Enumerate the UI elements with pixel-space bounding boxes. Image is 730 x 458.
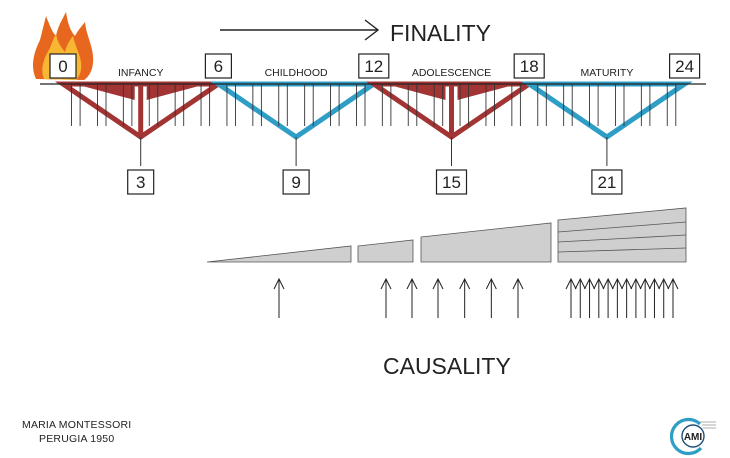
causality-arrow: [485, 277, 497, 318]
timeline-baseline: [40, 83, 706, 126]
causality-arrow: [574, 277, 586, 318]
arrow-group-infancy: [273, 277, 285, 318]
causality-arrow: [639, 277, 651, 318]
age-value: 24: [675, 57, 694, 76]
age-value: 6: [214, 57, 223, 76]
age-value: 9: [291, 173, 300, 192]
wedge-childhood: [357, 239, 414, 263]
plane-label-infancy: INFANCY: [118, 67, 164, 79]
age-value: 21: [597, 173, 616, 192]
causality-arrow: [512, 277, 524, 318]
causality-arrow: [658, 277, 670, 318]
causality-arrow: [584, 277, 595, 318]
credit-block: MARIA MONTESSORI PERUGIA 1950: [22, 418, 131, 446]
causality-arrow: [667, 277, 679, 318]
causality-arrow: [406, 277, 418, 318]
age-markers: 0 3 6 9 12 15 18 21 24: [49, 53, 701, 195]
age-value: 15: [442, 173, 461, 192]
causality-arrow: [432, 277, 444, 318]
age-box-15: 15: [435, 169, 468, 195]
causality-title: CAUSALITY: [383, 353, 511, 379]
arrow-group-childhood: [380, 277, 418, 318]
causality-arrow: [273, 277, 285, 318]
wedge-infancy: [206, 245, 352, 263]
age-value: 0: [58, 57, 67, 76]
plane-childhood: [210, 81, 382, 166]
credit-place-year: PERUGIA 1950: [39, 433, 115, 445]
age-box-18: 18: [513, 53, 545, 79]
causality-arrow: [649, 277, 660, 318]
causality-arrow: [621, 277, 633, 318]
age-box-9: 9: [282, 169, 310, 195]
plane-label-maturity: MATURITY: [580, 67, 633, 79]
age-box-3: 3: [127, 169, 155, 195]
plane-adolescence: [365, 81, 538, 166]
plane-labels: INFANCY CHILDHOOD ADOLESCENCE MATURITY: [118, 67, 633, 79]
finality-arrow: [220, 19, 380, 41]
causality-arrow: [593, 277, 605, 318]
age-value: 12: [364, 57, 383, 76]
maturity-wedge-lines: [557, 221, 687, 253]
causality-arrow: [380, 277, 392, 318]
age-box-0: 0: [49, 53, 77, 79]
causality-arrows: [273, 277, 679, 318]
plane-maturity: [521, 81, 693, 166]
age-value: 3: [136, 173, 145, 192]
age-box-12: 12: [358, 53, 390, 79]
wedge-adolescence: [420, 222, 552, 263]
age-box-21: 21: [591, 169, 623, 195]
wedge-maturity: [557, 207, 687, 263]
causality-arrow: [630, 277, 642, 318]
arrow-group-adolescence: [432, 277, 524, 318]
plane-label-adolescence: ADOLESCENCE: [412, 67, 491, 79]
planes-layer: [54, 81, 693, 166]
finality-title: FINALITY: [390, 20, 491, 46]
plane-infancy: [54, 81, 227, 166]
credit-author: MARIA MONTESSORI: [22, 419, 132, 431]
plane-label-childhood: CHILDHOOD: [265, 67, 328, 79]
age-box-6: 6: [204, 53, 232, 79]
causality-arrow: [459, 277, 471, 318]
ami-logo-text: AMI: [684, 432, 703, 443]
arrow-group-maturity: [565, 277, 679, 318]
causality-wedges: [206, 207, 687, 263]
causality-arrow: [565, 277, 577, 318]
ami-logo-icon: AMI: [669, 417, 716, 456]
causality-arrow: [611, 277, 623, 318]
causality-arrow: [602, 277, 614, 318]
age-value: 18: [520, 57, 539, 76]
age-box-24: 24: [668, 53, 701, 79]
